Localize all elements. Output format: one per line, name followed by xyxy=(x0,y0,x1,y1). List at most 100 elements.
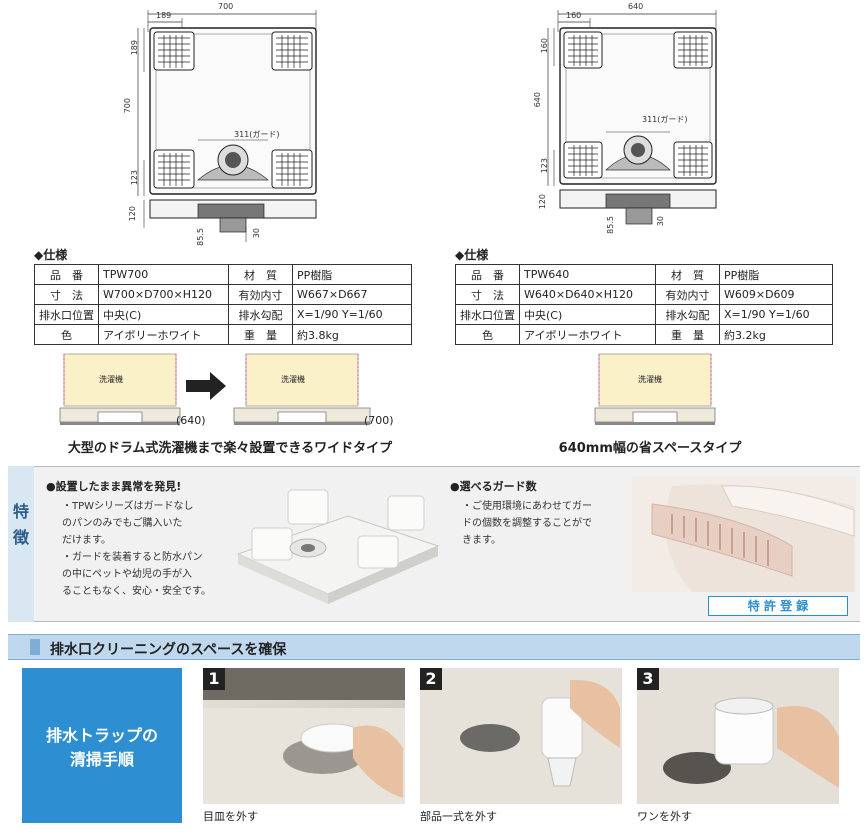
pan-640-illustration xyxy=(594,353,716,425)
spec-key: 排水口位置 xyxy=(34,304,99,325)
dim-bottom-sub: 123 xyxy=(130,170,139,186)
feature-2-line: ・ご使用環境にあわせてガー xyxy=(462,501,592,512)
dim-height: 120 xyxy=(538,194,547,210)
spec-key: 排水勾配 xyxy=(655,304,720,325)
spec-row: 寸 法 W700×D700×H120 有効内寸 W667×D667 xyxy=(34,284,412,305)
cleaning-title: 排水口クリーニングのスペースを確保 xyxy=(50,642,287,658)
machine-label: 洗濯機 xyxy=(99,375,123,384)
spec-key: 排水勾配 xyxy=(228,304,293,325)
pan-photo xyxy=(236,489,440,604)
step-3-label: ワンを外す xyxy=(637,810,692,823)
caption-wide-type: 大型のドラム式洗濯機まで楽々設置できるワイドタイプ xyxy=(67,441,393,456)
features-char: 特 xyxy=(12,502,29,521)
dim-guard: 311(ガード) xyxy=(234,130,280,139)
dim-sub-width: 160 xyxy=(566,11,582,20)
spec-value: アイボリーホワイト xyxy=(519,324,656,345)
spec-key: 色 xyxy=(34,324,99,345)
tpw700-plan-drawing xyxy=(137,10,317,242)
spec-value: X=1/90 Y=1/60 xyxy=(719,304,833,325)
feature-1-body: ・TPWシリーズはガードなし のパンのみでもご購入いた だけます。 ・ガードを装… xyxy=(62,498,232,600)
spec-row: 品 番 TPW640 材 質 PP樹脂 xyxy=(455,264,833,285)
dim-width: 700 xyxy=(218,2,234,11)
spec-value: X=1/90 Y=1/60 xyxy=(292,304,412,325)
patent-badge: 特 許 登 録 xyxy=(708,596,848,616)
feature-2-body: ・ご使用環境にあわせてガー ドの個数を調整することがで きます。 xyxy=(462,498,632,549)
features-char: 徴 xyxy=(12,528,29,547)
spec-row: 色 アイボリーホワイト 重 量 約3.8kg xyxy=(34,324,412,345)
feature-1-line: のパンのみでもご購入いた xyxy=(62,518,183,529)
feature-1-line: だけます。 xyxy=(62,535,111,546)
spec-value: W609×D609 xyxy=(719,284,833,305)
dim-sub-width: 189 xyxy=(156,11,172,20)
dim-depth: 700 xyxy=(123,98,132,114)
drawing-tpw700: 700 189 700 189 311(ガード) 123 120 85.5 30 xyxy=(120,0,320,250)
step-1-photo xyxy=(203,668,405,804)
dim-height: 120 xyxy=(128,206,137,222)
step-1-photo-illustration xyxy=(203,668,405,804)
step-1-number: 1 xyxy=(203,668,225,690)
spec-key: 排水口位置 xyxy=(455,304,520,325)
dim-width: 640 xyxy=(628,2,644,11)
cleaning-box-line: 清掃手順 xyxy=(69,750,134,769)
feature-2-title: ●選べるガード数 xyxy=(450,480,537,493)
spec-key: 材 質 xyxy=(655,264,720,285)
dim-sub-depth: 189 xyxy=(130,40,139,56)
spec-key: 材 質 xyxy=(228,264,293,285)
spec-value: W667×D667 xyxy=(292,284,412,305)
step-2-label: 部品一式を外す xyxy=(420,810,497,823)
spec-value: TPW640 xyxy=(519,264,656,285)
feature-1-line: ・TPWシリーズはガードなし xyxy=(62,501,194,512)
spec-value: 中央(C) xyxy=(519,304,656,325)
step-3-photo-illustration xyxy=(637,668,839,804)
spec-key: 色 xyxy=(455,324,520,345)
spec-key: 重 量 xyxy=(228,324,293,345)
spec-value: 中央(C) xyxy=(98,304,229,325)
pan-comparison-illustration xyxy=(59,353,371,425)
cleaning-bar: 排水口クリーニングのスペースを確保 xyxy=(8,634,860,660)
dim-bottom-sub: 123 xyxy=(540,158,549,174)
dim-drain: 85.5 xyxy=(196,228,205,246)
spec-key: 寸 法 xyxy=(455,284,520,305)
dim-depth: 640 xyxy=(533,92,542,108)
step-1-label: 目皿を外す xyxy=(203,810,258,823)
caption-compact-type: 640mm幅の省スペースタイプ xyxy=(558,441,742,456)
spec-key: 有効内寸 xyxy=(228,284,293,305)
feature-1-line: の中にペットや幼児の手が入 xyxy=(62,569,192,580)
step-3-photo xyxy=(637,668,839,804)
spec-key: 有効内寸 xyxy=(655,284,720,305)
spec-row: 色 アイボリーホワイト 重 量 約3.2kg xyxy=(455,324,833,345)
spec-value: アイボリーホワイト xyxy=(98,324,229,345)
spec-row: 品 番 TPW700 材 質 PP樹脂 xyxy=(34,264,412,285)
dim-drain-width: 30 xyxy=(252,228,261,239)
spec-value: 約3.8kg xyxy=(292,324,412,345)
feature-1-title: ●設置したまま異常を発見! xyxy=(46,480,182,493)
spec-value: 約3.2kg xyxy=(719,324,833,345)
cleaning-procedure-box: 排水トラップの 清掃手順 xyxy=(22,668,182,823)
features-side-label: 特 徴 xyxy=(8,466,34,622)
spec-table-left: 品 番 TPW700 材 質 PP樹脂 寸 法 W700×D700×H120 有… xyxy=(34,264,412,345)
step-2-photo-illustration xyxy=(420,668,622,804)
spec-title-right: ◆仕様 xyxy=(455,248,489,262)
step-2-number: 2 xyxy=(420,668,442,690)
feature-2-line: ドの個数を調整することがで xyxy=(462,518,592,529)
guard-photo xyxy=(632,476,856,592)
dim-drain-width: 30 xyxy=(656,216,665,227)
feature-1-line: ・ガードを装着すると防水パン xyxy=(62,552,203,563)
drawing-tpw640: 640 160 640 160 311(ガード) 123 120 85.5 30 xyxy=(530,0,730,250)
dim-sub-depth: 160 xyxy=(540,38,549,54)
spec-value: W700×D700×H120 xyxy=(98,284,229,305)
step-2-photo xyxy=(420,668,622,804)
tpw640-plan-drawing xyxy=(547,10,717,225)
feature-1-line: ることもなく、安心・安全です。 xyxy=(62,586,211,597)
spec-row: 排水口位置 中央(C) 排水勾配 X=1/90 Y=1/60 xyxy=(34,304,412,325)
spec-title-left: ◆仕様 xyxy=(34,248,68,262)
machine-label: 洗濯機 xyxy=(281,375,305,384)
cleaning-box-line: 排水トラップの xyxy=(45,726,158,745)
spec-row: 寸 法 W640×D640×H120 有効内寸 W609×D609 xyxy=(455,284,833,305)
spec-value: TPW700 xyxy=(98,264,229,285)
spec-value: PP樹脂 xyxy=(719,264,833,285)
spec-key: 品 番 xyxy=(455,264,520,285)
step-3-number: 3 xyxy=(637,668,659,690)
machine-label: 洗濯機 xyxy=(638,375,662,384)
dim-drain: 85.5 xyxy=(606,216,615,234)
